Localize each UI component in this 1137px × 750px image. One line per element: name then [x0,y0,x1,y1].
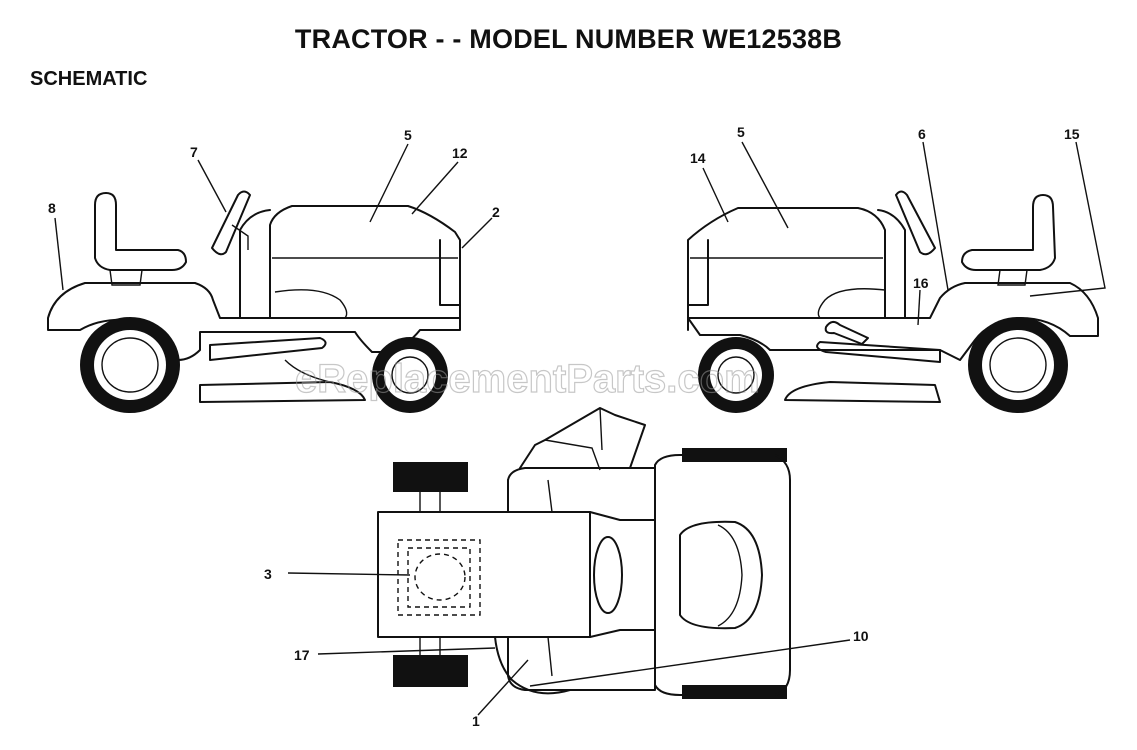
callout-2: 2 [492,204,500,220]
footrest [816,341,941,363]
discharge-chute [519,407,646,469]
callout-10: 10 [853,628,869,644]
front-wheel [698,337,774,413]
callout-8: 8 [48,200,56,216]
left-side-view [47,190,461,413]
steering-wheel [895,190,936,256]
left-tire-top [393,462,468,492]
hood [269,205,461,319]
callout-5-right: 5 [737,124,745,140]
leader-lines [54,141,1106,716]
top-view [377,407,791,699]
section-label: SCHEMATIC [30,68,148,90]
rear-wheel [968,317,1068,413]
callout-numbers: 8 7 5 12 2 14 5 6 15 16 3 17 10 1 [48,124,1080,729]
callout-15: 15 [1064,126,1080,142]
rear-body-top [654,454,791,696]
rear-fender [687,282,1099,361]
callout-5-left: 5 [404,127,412,143]
callout-12: 12 [452,145,468,161]
steering-wheel [211,190,251,256]
steering-top [593,536,623,614]
lift-lever [824,321,869,345]
right-side-view [687,190,1099,413]
engine-cap [414,553,466,601]
front-wheel [372,337,448,413]
callout-1: 1 [472,713,480,729]
front-deflector [494,636,571,695]
right-tire-bottom [682,685,787,699]
seat [961,194,1056,271]
watermark: eReplacementParts.com [295,357,760,401]
seat-top [679,520,763,630]
callout-3: 3 [264,566,272,582]
left-tire-bottom [393,655,468,687]
callout-16: 16 [913,275,929,291]
page-title: TRACTOR - - MODEL NUMBER WE12538B [294,24,843,54]
seat [94,192,187,271]
dash [239,209,271,319]
dash [877,209,906,319]
hood [687,207,886,331]
callout-17: 17 [294,647,310,663]
callout-6: 6 [918,126,926,142]
callout-14: 14 [690,150,706,166]
mower-deck [784,381,941,403]
mower-deck [199,381,366,403]
callout-7: 7 [190,144,198,160]
rear-wheel [80,317,180,413]
footrest [209,337,327,361]
